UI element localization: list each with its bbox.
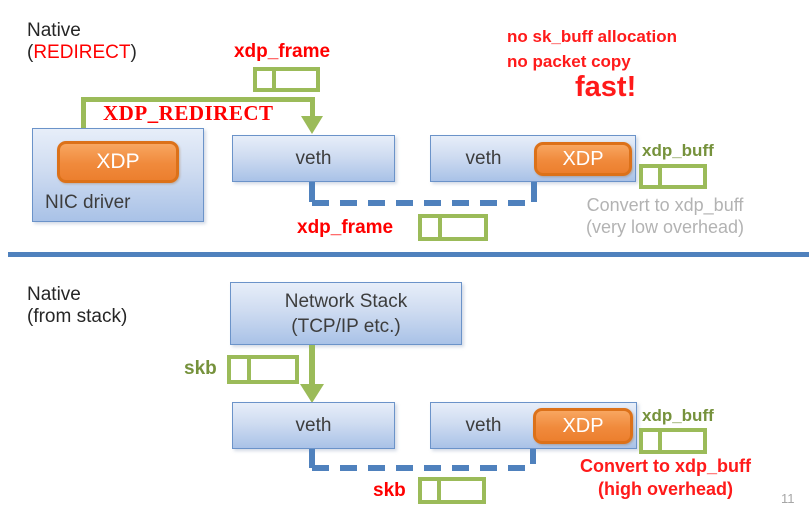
nic-driver-label: NIC driver <box>45 192 131 213</box>
xdp-frame-bottom-label: xdp_frame <box>297 217 394 238</box>
xdp-buff-top-icon <box>639 164 707 189</box>
frame-cell <box>257 71 276 88</box>
xdp-frame-bottom-icon <box>418 214 488 241</box>
skb-green-label: skb <box>184 358 217 379</box>
convert-note-bottom: Convert to xdp_buff (high overhead) <box>548 455 783 501</box>
xdp-buff-bottom-label: xdp_buff <box>642 406 714 425</box>
xdp-frame-top-label: xdp_frame <box>233 41 331 62</box>
network-stack-box: Network Stack (TCP/IP etc.) <box>230 282 462 345</box>
convert-note-bottom-line2: (high overhead) <box>597 479 733 499</box>
veth-top-right-box: veth XDP <box>430 135 636 182</box>
veth-bottom-left-box: veth <box>232 402 395 449</box>
network-stack-line1: Network Stack <box>284 290 408 312</box>
heading-native-line1: Native <box>27 20 81 41</box>
xdp-buff-bottom-icon <box>639 428 707 454</box>
nic-xdp-box: XDP <box>57 141 179 183</box>
convert-note-top-line2: (very low overhead) <box>585 217 745 237</box>
note-no-skbuff: no sk_buff allocation <box>507 27 678 46</box>
veth-top-right-label: veth <box>465 147 502 169</box>
nic-driver-box: XDP NIC driver <box>32 128 204 222</box>
frame-cell <box>643 168 663 185</box>
veth-bottom-right-stub <box>530 449 536 464</box>
heading-native-stack: Native (from stack) <box>27 284 127 328</box>
veth-pair-bottom-dashed-link <box>312 465 534 471</box>
network-stack-text: Network Stack (TCP/IP etc.) <box>285 289 407 339</box>
veth-pair-top-dashed-link <box>312 200 536 206</box>
heading-stack-line2: (from stack) <box>27 306 128 327</box>
frame-cell <box>422 481 442 500</box>
veth-top-left-box: veth <box>232 135 395 182</box>
stack-arrow-down-icon <box>300 384 324 403</box>
redirect-path-horizontal <box>81 97 315 102</box>
convert-note-bottom-line1: Convert to xdp_buff <box>580 456 751 476</box>
redirect-path-left-leg <box>81 97 86 143</box>
veth-bottom-left-stub <box>309 449 315 468</box>
veth-bottom-right-label: veth <box>465 414 502 436</box>
stack-arrow-shaft <box>309 345 315 386</box>
page-number: 11 <box>781 491 795 506</box>
xdp-redirect-label: XDP_REDIRECT <box>103 101 274 125</box>
skb-red-icon <box>418 477 486 504</box>
convert-note-top-line1: Convert to xdp_buff <box>586 195 744 215</box>
network-stack-line2: (TCP/IP etc.) <box>291 315 401 337</box>
skb-green-icon <box>227 355 299 384</box>
xdp-frame-top-icon <box>253 67 320 92</box>
veth-top-right-stub <box>531 182 537 202</box>
note-no-copy: no packet copy <box>507 52 631 71</box>
veth-top-left-stub <box>309 182 315 202</box>
xdp-buff-top-label: xdp_buff <box>642 141 714 160</box>
heading-native-redirect: Native (REDIRECT) <box>27 20 137 64</box>
note-fast: fast! <box>575 71 637 103</box>
skb-red-label: skb <box>373 480 406 501</box>
veth-top-right-xdp-box: XDP <box>534 142 632 176</box>
section-divider <box>8 252 809 257</box>
frame-cell <box>422 218 442 237</box>
convert-note-top: Convert to xdp_buff (very low overhead) <box>545 194 785 238</box>
heading-native-line2: (REDIRECT) <box>27 42 137 63</box>
redirect-arrow-down-icon <box>301 116 323 134</box>
heading-redirect-highlight: REDIRECT <box>33 42 131 63</box>
veth-bottom-right-xdp-box: XDP <box>533 408 633 444</box>
veth-bottom-right-box: veth XDP <box>430 402 637 449</box>
heading-stack-line1: Native <box>27 284 81 305</box>
redirect-path-right-leg <box>310 97 315 118</box>
frame-cell <box>231 359 252 380</box>
frame-cell <box>643 432 663 450</box>
